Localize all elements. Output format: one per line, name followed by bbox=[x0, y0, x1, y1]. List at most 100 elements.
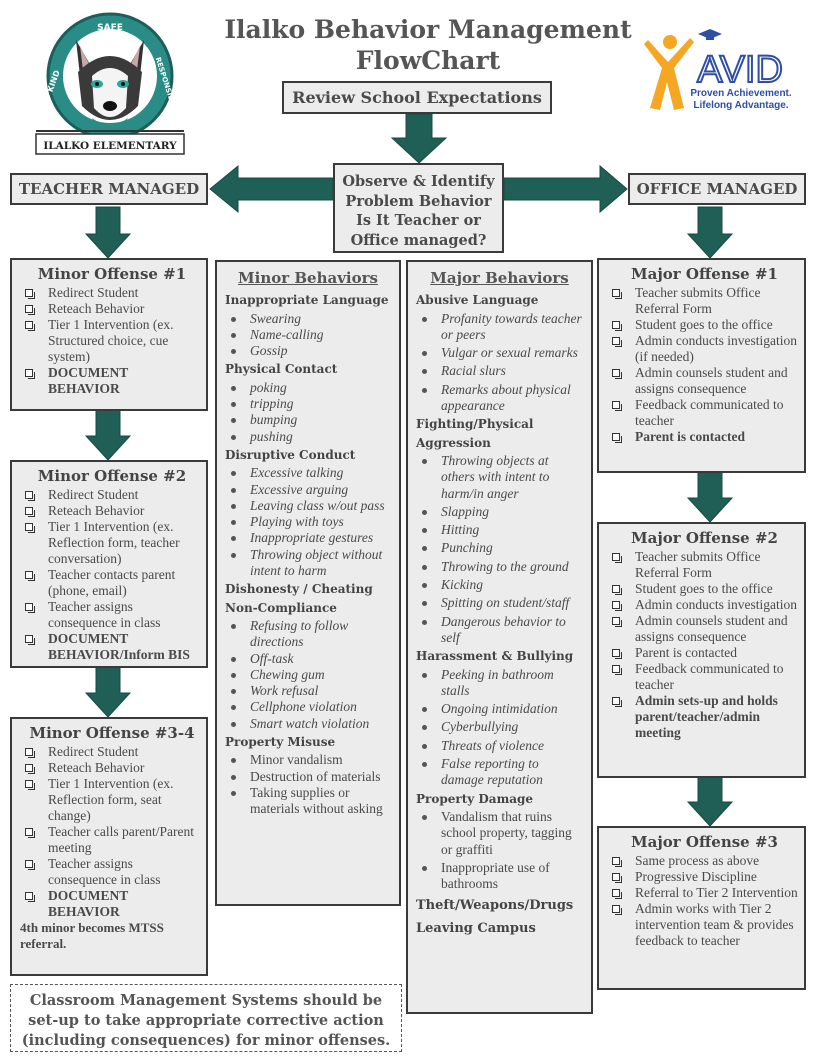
list-item: Ongoing intimidation bbox=[416, 701, 583, 717]
list-item: Remarks about physical appearance bbox=[416, 382, 583, 415]
list-item: Hitting bbox=[416, 522, 583, 538]
list-item: Throwing object without intent to harm bbox=[225, 547, 391, 580]
list-item: pushing bbox=[225, 429, 391, 445]
avid-tagline-2: Lifelong Advantage. bbox=[693, 100, 788, 111]
list-item: Gossip bbox=[225, 343, 391, 359]
list-item: Inappropriate use of bathrooms bbox=[416, 860, 583, 893]
list-item: tripping bbox=[225, 396, 391, 412]
category-heading: Theft/Weapons/Drugs bbox=[416, 898, 574, 914]
minor-offense-1-title: Minor Offense #1 bbox=[37, 265, 187, 283]
list-item: Admin sets-up and holds parent/teacher/a… bbox=[611, 693, 798, 741]
list-item: Teacher submits Office Referral Form bbox=[611, 285, 798, 317]
checkbox-icon bbox=[25, 571, 35, 581]
minor-offense-3-4-title: Minor Offense #3-4 bbox=[29, 724, 195, 742]
category-heading: Inappropriate Language bbox=[225, 293, 389, 308]
list-item: Teacher contacts parent (phone, email) bbox=[24, 567, 200, 599]
list-item: Minor vandalism bbox=[225, 752, 391, 768]
major-offense-1-box: Major Offense #1 Teacher submits Office … bbox=[597, 258, 806, 473]
list-item: Refusing to follow directions bbox=[225, 618, 391, 651]
list-item: Tier 1 Intervention (ex. Structured choi… bbox=[24, 317, 200, 365]
list-item: Tier 1 Intervention (ex. Reflection form… bbox=[24, 776, 200, 824]
list-item: Throwing objects at others with intent t… bbox=[416, 453, 583, 502]
category-heading: Property Misuse bbox=[225, 735, 336, 750]
list-item: Admin conducts investigation (if needed) bbox=[611, 333, 798, 365]
list-item: Racial slurs bbox=[416, 363, 583, 379]
checkbox-icon bbox=[25, 321, 35, 331]
category-heading: Physical Contact bbox=[225, 362, 338, 377]
checkbox-icon bbox=[25, 635, 35, 645]
list-item: Redirect Student bbox=[24, 285, 200, 301]
list-item: Parent is contacted bbox=[611, 429, 798, 445]
list-item: Cellphone violation bbox=[225, 699, 391, 715]
title-line-1: Ilalko Behavior Management bbox=[224, 15, 632, 44]
minor-offense-2-title: Minor Offense #2 bbox=[37, 467, 187, 485]
list-item: Taking supplies or materials without ask… bbox=[225, 785, 391, 818]
observe-line-2: Problem Behavior bbox=[345, 192, 492, 210]
list-item: Redirect Student bbox=[24, 487, 200, 503]
list-item: poking bbox=[225, 380, 391, 396]
list-item: Parent is contacted bbox=[611, 645, 798, 661]
major-offense-3-box: Major Offense #3 Same process as above P… bbox=[597, 826, 806, 990]
category-heading: Disruptive Conduct bbox=[225, 447, 356, 462]
category-heading: Non-Compliance bbox=[225, 600, 337, 615]
checkbox-icon bbox=[25, 860, 35, 870]
classroom-management-note: Classroom Management Systems should be s… bbox=[10, 984, 402, 1052]
checkbox-icon bbox=[25, 507, 35, 517]
minor-offense-2-box: Minor Offense #2 Redirect Student Reteac… bbox=[10, 460, 208, 668]
list-item: Peeking in bathroom stalls bbox=[416, 667, 583, 700]
list-item: Vulgar or sexual remarks bbox=[416, 345, 583, 361]
list-item: Throwing to the ground bbox=[416, 559, 583, 575]
list-item: Slapping bbox=[416, 504, 583, 520]
major-behaviors-box: Major Behaviors Abusive Language Profani… bbox=[406, 260, 593, 1014]
list-item: DOCUMENT BEHAVIOR bbox=[24, 365, 200, 397]
list-item: Destruction of materials bbox=[225, 769, 391, 785]
list-item: Reteach Behavior bbox=[24, 301, 200, 317]
list-item: Same process as above bbox=[611, 853, 798, 869]
list-item: Teacher calls parent/Parent meeting bbox=[24, 824, 200, 856]
checkbox-icon bbox=[612, 585, 622, 595]
list-item: Reteach Behavior bbox=[24, 503, 200, 519]
list-item: Punching bbox=[416, 540, 583, 556]
arrow-to-minor1 bbox=[84, 206, 132, 259]
list-item: Inappropriate gestures bbox=[225, 530, 391, 546]
checkbox-icon bbox=[612, 857, 622, 867]
list-item: DOCUMENT BEHAVIOR bbox=[24, 888, 200, 920]
list-item: Threats of violence bbox=[416, 738, 583, 754]
checkbox-icon bbox=[25, 289, 35, 299]
checkbox-icon bbox=[612, 665, 622, 675]
school-husky-logo: SAFE KIND RESPONSIBLE ILALKO ELEMENTARY bbox=[35, 12, 185, 155]
category-heading: Property Damage bbox=[416, 791, 534, 806]
list-item: Teacher assigns consequence in class bbox=[24, 856, 200, 888]
footer-line-2: set-up to take appropriate corrective ac… bbox=[28, 1012, 384, 1029]
list-item: Cyberbullying bbox=[416, 719, 583, 735]
observe-line-3: Is It Teacher or bbox=[356, 212, 481, 229]
category-heading: Dishonesty / Cheating bbox=[225, 582, 373, 597]
list-item: DOCUMENT BEHAVIOR/Inform BIS bbox=[24, 631, 200, 663]
checkbox-icon bbox=[25, 305, 35, 315]
list-item: Off-task bbox=[225, 651, 391, 667]
arrow-to-office-managed bbox=[503, 164, 628, 214]
category-heading: Abusive Language bbox=[416, 293, 539, 308]
list-item: Chewing gum bbox=[225, 667, 391, 683]
checkbox-icon bbox=[612, 369, 622, 379]
list-item: Kicking bbox=[416, 577, 583, 593]
teacher-managed-box: TEACHER MANAGED bbox=[10, 173, 208, 205]
mtss-referral-note: 4th minor becomes MTSS referral. bbox=[20, 920, 164, 951]
list-item: Progressive Discipline bbox=[611, 869, 798, 885]
checkbox-icon bbox=[612, 601, 622, 611]
list-item: Vandalism that ruins school property, ta… bbox=[416, 809, 583, 858]
list-item: Admin counsels student and assigns conse… bbox=[611, 613, 798, 645]
observe-line-4: Office managed? bbox=[350, 231, 487, 249]
arrow-minor1-to-minor2 bbox=[84, 409, 132, 461]
checkbox-icon bbox=[25, 523, 35, 533]
checkbox-icon bbox=[612, 553, 622, 563]
checkbox-icon bbox=[612, 889, 622, 899]
major-offense-2-box: Major Offense #2 Teacher submits Office … bbox=[597, 522, 806, 778]
checkbox-icon bbox=[25, 892, 35, 902]
avid-wordmark: AVID bbox=[697, 49, 783, 91]
list-item: Excessive talking bbox=[225, 465, 391, 481]
list-item: Student goes to the office bbox=[611, 581, 798, 597]
checkbox-icon bbox=[612, 905, 622, 915]
list-item: Work refusal bbox=[225, 683, 391, 699]
checkbox-icon bbox=[25, 369, 35, 379]
